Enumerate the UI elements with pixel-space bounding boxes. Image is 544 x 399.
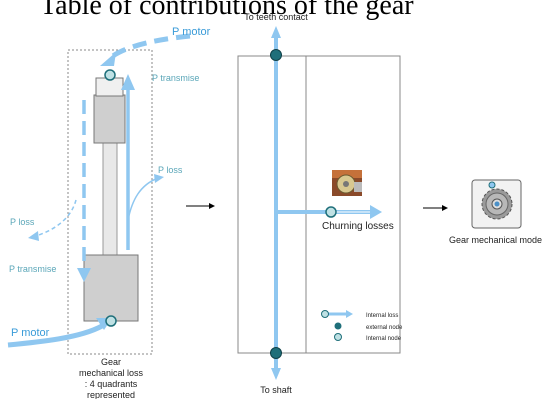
legend-internal-loss-arrowhead bbox=[346, 310, 353, 318]
p-motor-top-label: P motor bbox=[172, 26, 211, 38]
left-panel-frame bbox=[67, 49, 153, 355]
caption-line-1: Gear bbox=[101, 357, 121, 367]
arrow-left-to-center-head bbox=[209, 203, 215, 209]
p-loss-right-arrowhead bbox=[154, 174, 164, 183]
node-top bbox=[104, 69, 116, 81]
p-transmise-up-arrowhead bbox=[121, 74, 135, 90]
legend-internal-node-label: Internal node bbox=[366, 336, 402, 342]
legend-external-node-dot bbox=[334, 322, 342, 330]
p-loss-left-label: P loss bbox=[10, 217, 35, 227]
p-loss-right-curve bbox=[127, 177, 159, 221]
external-node-bottom bbox=[270, 347, 282, 359]
to-shaft-label: To shaft bbox=[260, 385, 292, 395]
gear-model-icon bbox=[471, 179, 522, 229]
churning-arrowhead bbox=[370, 205, 382, 219]
churning-losses-label: Churning losses bbox=[322, 221, 394, 232]
gear-mechanical-model-label: Gear mechanical mode bbox=[449, 235, 542, 245]
p-loss-left-arrowhead bbox=[28, 231, 39, 241]
gear-shaft bbox=[102, 139, 118, 259]
external-node-top bbox=[270, 49, 282, 61]
legend-internal-loss-node bbox=[321, 310, 329, 318]
legend-internal-node-dot bbox=[334, 333, 342, 341]
caption-line-3: : 4 quadrants bbox=[85, 379, 138, 389]
p-motor-top-arrowhead bbox=[100, 52, 116, 66]
arrow-center-to-right-head bbox=[442, 205, 448, 211]
internal-node-churning bbox=[325, 206, 337, 218]
p-motor-bottom-label: P motor bbox=[11, 327, 50, 339]
bottom-arrowhead bbox=[271, 368, 281, 380]
left-panel-caption: Gear mechanical loss : 4 quadrants repre… bbox=[79, 357, 144, 399]
legend: Internal loss external node Internal nod… bbox=[321, 310, 403, 342]
p-transmise-down-arrowhead bbox=[77, 268, 91, 282]
to-teeth-contact-label: To teeth contact bbox=[244, 12, 308, 22]
legend-internal-loss-label: Internal loss bbox=[366, 313, 398, 319]
p-motor-top-arrow bbox=[106, 33, 191, 62]
heading-text: Table of contributions of the gear bbox=[40, 0, 414, 21]
p-motor-bottom-arrow bbox=[7, 323, 104, 348]
gear-model-node bbox=[488, 181, 496, 189]
caption-line-4: represented bbox=[87, 390, 135, 399]
p-loss-right-label: P loss bbox=[158, 165, 183, 175]
node-bottom bbox=[105, 315, 117, 327]
caption-line-2: mechanical loss bbox=[79, 368, 144, 378]
p-transmise-left-label: P transmise bbox=[9, 264, 56, 274]
gear-icon bbox=[481, 188, 513, 220]
lower-block bbox=[83, 254, 139, 322]
p-loss-left-curve bbox=[35, 199, 77, 237]
p-transmise-top-label: P transmise bbox=[152, 73, 199, 83]
top-arrowhead bbox=[271, 26, 281, 38]
upper-block bbox=[93, 94, 126, 144]
legend-external-node-label: external node bbox=[366, 325, 403, 331]
center-panel-frame bbox=[237, 55, 401, 354]
gear-photo bbox=[332, 170, 362, 196]
